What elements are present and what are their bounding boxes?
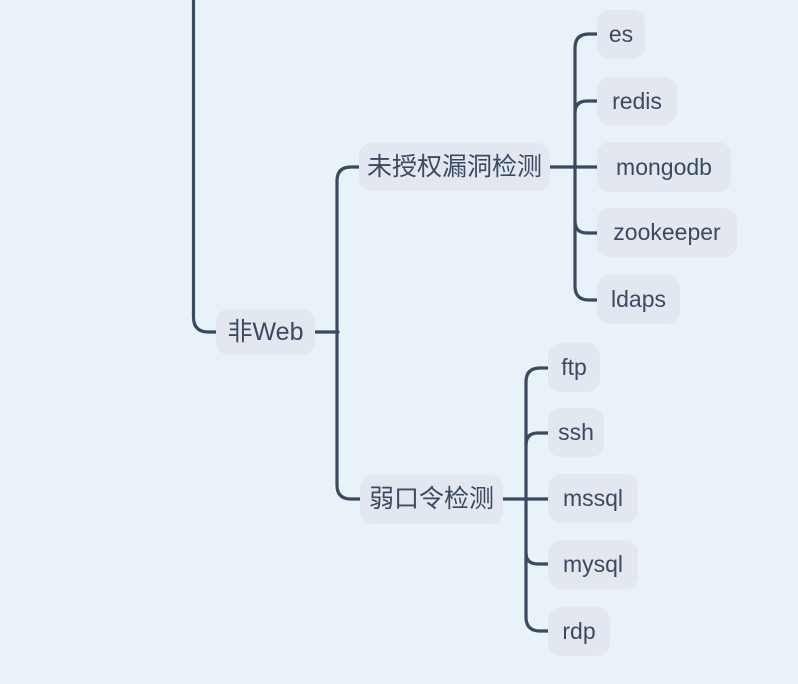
edge-branch-trunk: [335, 165, 363, 501]
mindmap-node-mssql[interactable]: mssql: [548, 474, 638, 523]
mindmap-node-non-web[interactable]: 非Web: [216, 309, 315, 355]
mindmap-node-unauthorized-vuln-detect[interactable]: 未授权漏洞检测: [359, 143, 550, 191]
mindmap-node-ldaps[interactable]: ldaps: [597, 275, 680, 324]
mindmap-node-ssh[interactable]: ssh: [548, 408, 604, 457]
mindmap-node-weak-password-detect[interactable]: 弱口令检测: [360, 475, 503, 524]
edge-unauth-vertical: [573, 32, 600, 302]
mindmap-node-rdp[interactable]: rdp: [548, 607, 610, 656]
edge-weakpass-vertical: [524, 366, 551, 633]
mindmap-node-mysql[interactable]: mysql: [548, 540, 638, 589]
edge-to-ssh: [524, 431, 551, 447]
edge-to-mysql: [524, 551, 551, 566]
edge-to-zookeeper: [573, 219, 600, 235]
mindmap-node-redis[interactable]: redis: [597, 77, 677, 125]
mindmap-node-es[interactable]: es: [597, 10, 645, 59]
edge-to-redis: [573, 99, 600, 115]
mindmap-node-zookeeper[interactable]: zookeeper: [597, 208, 737, 257]
mindmap-node-ftp[interactable]: ftp: [548, 343, 600, 392]
edge-parent-trunk: [191, 0, 219, 334]
mindmap-node-mongodb[interactable]: mongodb: [597, 142, 731, 192]
